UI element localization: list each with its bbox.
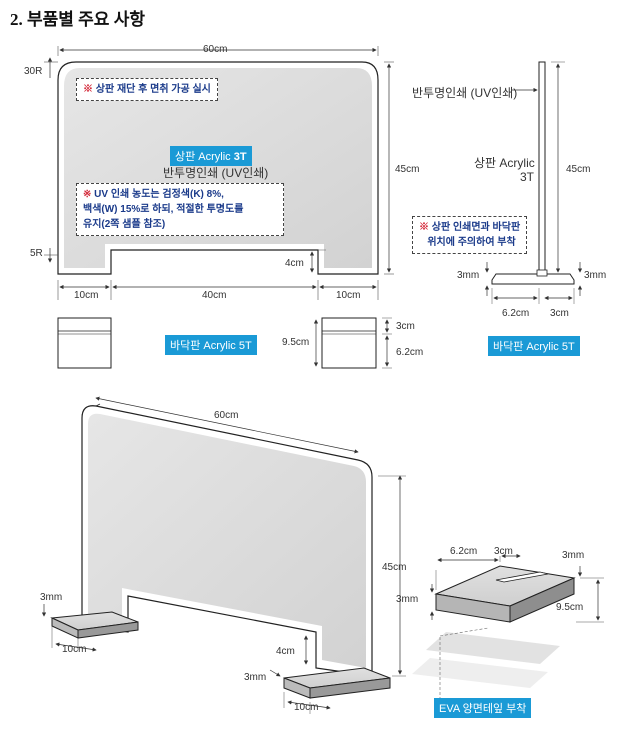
note-print-line2: 백색(W) 15%로 하되, 적절한 투명도를 bbox=[83, 204, 244, 215]
iso-foot-left: 10cm bbox=[62, 644, 87, 655]
note-side-mark: ※ bbox=[419, 222, 429, 233]
iso-foot-right: 10cm bbox=[294, 702, 319, 713]
note-cut: ※ 상판 재단 후 면취 가공 실시 bbox=[76, 78, 218, 101]
side-view-panel bbox=[491, 61, 575, 285]
front-gap-label: 40cm bbox=[202, 290, 227, 301]
front-left-foot-label: 10cm bbox=[74, 290, 99, 301]
side-thick-left: 3mm bbox=[457, 270, 480, 281]
note-cut-mark: ※ bbox=[83, 84, 93, 95]
side-slot: 3cm bbox=[550, 308, 569, 319]
note-print-line3: 유지(2쪽 샘플 참조) bbox=[83, 219, 166, 230]
front-print-label: 반투명인쇄 (UV인쇄) bbox=[163, 166, 269, 180]
base-front-height: 9.5cm bbox=[282, 337, 310, 348]
side-base-width: 6.2cm bbox=[502, 308, 530, 319]
detail-base bbox=[412, 565, 576, 688]
detail-slot: 3cm bbox=[494, 546, 513, 557]
iso-height-label: 45cm bbox=[382, 562, 407, 573]
base-front-left bbox=[57, 317, 112, 369]
base-front-bottom: 6.2cm bbox=[396, 347, 424, 358]
note-cut-text: 상판 재단 후 면취 가공 실시 bbox=[95, 84, 211, 95]
note-side-line1: 상판 인쇄면과 바닥판 bbox=[431, 222, 521, 233]
note-side-line2: 위치에 주의하여 부착 bbox=[427, 237, 516, 248]
front-corner-label: 30R bbox=[24, 66, 43, 77]
front-right-foot-label: 10cm bbox=[336, 290, 361, 301]
front-inner-corner-label: 5R bbox=[30, 248, 43, 259]
detail-thick-side: 3mm bbox=[396, 594, 419, 605]
iso-base-right bbox=[283, 667, 391, 699]
detail-thick-top: 3mm bbox=[562, 550, 585, 561]
detail-depth: 9.5cm bbox=[556, 602, 584, 613]
page-title: 2. 부품별 주요 사항 bbox=[10, 10, 145, 29]
top-panel-badge: 상판 Acrylic 3T bbox=[170, 146, 252, 166]
side-base-badge: 바닥판 Acrylic 5T bbox=[488, 336, 580, 356]
detail-width: 6.2cm bbox=[450, 546, 478, 557]
note-side: ※ 상판 인쇄면과 바닥판 위치에 주의하여 부착 bbox=[412, 216, 528, 254]
note-print-mark: ※ bbox=[83, 189, 92, 200]
side-panel-label-1: 상판 Acrylic bbox=[474, 156, 535, 170]
side-thick-right: 3mm bbox=[584, 270, 607, 281]
iso-notch-label: 4cm bbox=[276, 646, 295, 657]
iso-width-label: 60cm bbox=[214, 410, 239, 421]
top-panel-badge-text: 상판 Acrylic bbox=[175, 151, 234, 163]
eva-tape-badge: EVA 양면테잎 부착 bbox=[434, 698, 532, 718]
iso-panel bbox=[81, 403, 373, 677]
iso-thick-left: 3mm bbox=[40, 592, 63, 603]
front-notch-label: 4cm bbox=[285, 258, 304, 269]
base-front-top: 3cm bbox=[396, 321, 415, 332]
iso-base-left bbox=[50, 611, 139, 639]
side-print-label: 반투명인쇄 (UV인쇄) bbox=[412, 86, 518, 100]
note-print-line1: UV 인쇄 농도는 검정색(K) 8%, bbox=[94, 189, 224, 200]
top-panel-badge-bold: 3T bbox=[233, 151, 247, 163]
base-front-right bbox=[321, 317, 377, 369]
iso-thick-right: 3mm bbox=[244, 672, 267, 683]
front-height-label: 45cm bbox=[395, 164, 420, 175]
side-height-label: 45cm bbox=[566, 164, 591, 175]
side-panel-label-2: 3T bbox=[520, 170, 535, 184]
note-print: ※ UV 인쇄 농도는 검정색(K) 8%, 백색(W) 15%로 하되, 적절… bbox=[76, 183, 284, 236]
front-width-label: 60cm bbox=[203, 44, 228, 55]
base-front-badge: 바닥판 Acrylic 5T bbox=[165, 335, 257, 355]
